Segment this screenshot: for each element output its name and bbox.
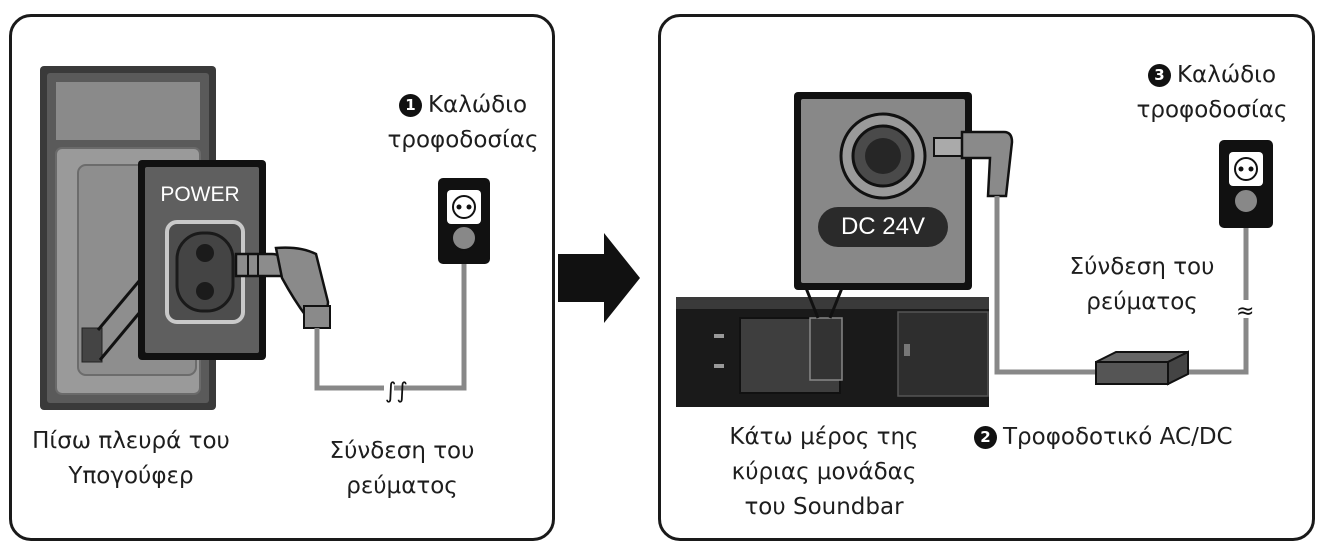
- cable-label-right-line1: Καλώδιο: [1176, 62, 1277, 88]
- soundbar-body: [676, 297, 989, 407]
- step-1-badge: 1: [398, 94, 422, 117]
- cable-label-left-line2: τροφοδοσίας: [387, 127, 539, 153]
- subwoofer-caption-line2: Υπογούφερ: [68, 463, 194, 489]
- soundbar-bottom-caption-line2: κύριας μονάδας: [731, 459, 917, 485]
- dc-label: DC 24V: [840, 213, 926, 240]
- connection-caption-right: Σύνδεση του ρεύματος: [1052, 250, 1232, 320]
- wall-socket-left: [438, 178, 490, 264]
- adapter-label: 2 Τροφοδοτικό AC/DC: [974, 420, 1274, 455]
- adapter-label-text: Τροφοδοτικό AC/DC: [1003, 424, 1233, 450]
- connection-caption-right-line2: ρεύματος: [1086, 289, 1198, 315]
- step-2-badge: 2: [974, 426, 997, 449]
- power-label: POWER: [160, 183, 240, 206]
- connection-caption-left-line1: Σύνδεση του: [329, 438, 475, 464]
- power-plug: [234, 246, 331, 329]
- cable-label-left-line1: Καλώδιο: [427, 92, 528, 118]
- dc-plug: [933, 130, 1014, 198]
- svg-text:∫∫: ∫∫: [385, 379, 408, 404]
- soundbar-bottom-caption-line3: του Soundbar: [744, 494, 904, 520]
- ac-dc-adapter: [1095, 350, 1189, 386]
- connection-caption-left: Σύνδεση του ρεύματος: [312, 434, 492, 504]
- wall-socket-right: [1219, 140, 1273, 228]
- connection-caption-left-line2: ρεύματος: [346, 473, 458, 499]
- svg-text:≈: ≈: [1236, 299, 1254, 324]
- connection-caption-right-line1: Σύνδεση του: [1069, 254, 1215, 280]
- subwoofer-caption: Πίσω πλευρά του Υπογούφερ: [26, 424, 236, 494]
- soundbar-bottom-caption-line1: Κάτω μέρος της: [729, 424, 919, 450]
- subwoofer-body: [40, 66, 216, 410]
- next-step-arrow: [558, 233, 640, 323]
- cable-label-right-line2: τροφοδοσίας: [1136, 97, 1288, 123]
- subwoofer-caption-line1: Πίσω πλευρά του: [32, 428, 230, 454]
- step-3-badge: 3: [1147, 64, 1171, 87]
- soundbar-bottom-caption: Κάτω μέρος της κύριας μονάδας του Soundb…: [714, 420, 934, 525]
- power-zoom-box: [138, 160, 266, 360]
- dc-zoom-box: [794, 92, 972, 290]
- right-panel: [658, 14, 1315, 541]
